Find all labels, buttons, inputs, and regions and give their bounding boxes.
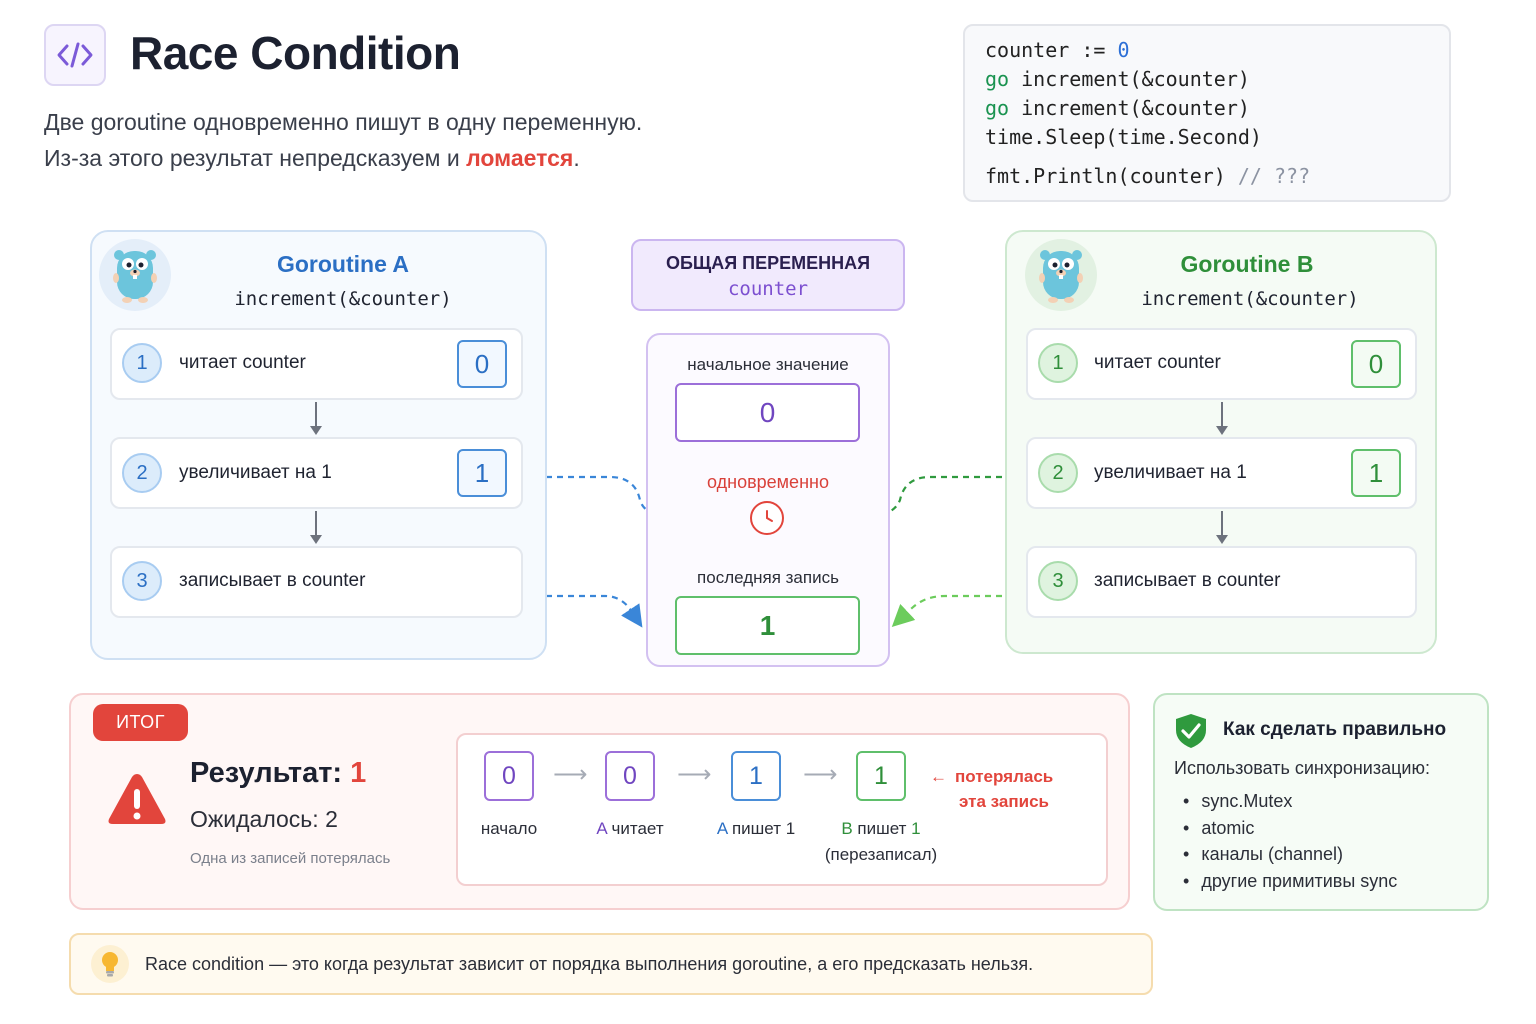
gopher-avatar-a	[99, 239, 171, 311]
step-text: записывает в counter	[1094, 570, 1281, 591]
goroutine-b-call: increment(&counter)	[1141, 288, 1359, 310]
correct-way-title: Как сделать правильно	[1223, 719, 1447, 740]
sync-options-list: sync.Mutex atomic каналы (channel) други…	[1183, 788, 1397, 894]
goroutine-b-step-3	[1026, 546, 1417, 618]
shared-var-name: counter	[727, 278, 809, 300]
subtitle-line-1: Две goroutine одновременно пишут в одну …	[44, 109, 643, 135]
step-value: 1	[457, 449, 507, 497]
step-value: 0	[1351, 340, 1401, 388]
initial-value-box: 0	[675, 383, 860, 442]
flow-arrow-down	[1216, 402, 1228, 435]
shield-check-icon	[1176, 714, 1206, 748]
goroutine-a-step-2	[110, 437, 523, 509]
step-number: 1	[122, 343, 162, 383]
goroutine-a-step-1	[110, 328, 523, 400]
lost-write-note: ←потерялась эта запись	[930, 767, 1054, 811]
sequence-caption-b-write: B пишет 1	[841, 819, 921, 838]
step-text: записывает в counter	[179, 570, 366, 591]
step-number: 2	[1038, 453, 1078, 493]
clock-marker	[750, 501, 784, 535]
sequence-arrow: ⟶	[803, 761, 838, 788]
result-value: 1	[350, 757, 367, 789]
step-text: читает counter	[179, 352, 306, 373]
subtitle-line-2: Из-за этого результат непредсказуем и ло…	[44, 140, 642, 176]
goroutine-a-title: Goroutine A	[276, 251, 410, 277]
page-title: Race Condition	[130, 27, 461, 79]
result-title: Результат: 1	[190, 757, 367, 789]
footer-text: Race condition — это когда результат зав…	[145, 954, 1034, 974]
sequence-arrow: ⟶	[553, 761, 588, 788]
result-badge: ИТОГ	[93, 704, 188, 741]
step-number: 3	[1038, 561, 1078, 601]
arrow-a-step3	[524, 594, 643, 628]
sequence-caption-start: начало	[480, 819, 538, 838]
warning-icon	[108, 774, 166, 824]
sequence-caption-a-write: A пишет 1	[716, 819, 796, 838]
code-icon	[57, 42, 93, 68]
list-item: atomic	[1183, 815, 1397, 842]
code-logo	[44, 24, 106, 86]
code-snippet: counter := 0 go increment(&counter) go i…	[963, 24, 1451, 202]
list-item: каналы (channel)	[1183, 841, 1397, 868]
subtitle-prefix: Из-за этого результат непредсказуем и	[44, 145, 467, 171]
code-line-1: counter := 0	[985, 38, 1130, 62]
sequence-caption-a-read: A читает	[596, 819, 664, 838]
code-line-2: go increment(&counter)	[985, 67, 1250, 91]
sequence-value-a-write: 1	[731, 751, 781, 801]
flow-arrow-down	[310, 402, 322, 435]
left-arrow-icon: ←	[930, 767, 947, 786]
goroutine-b-title: Goroutine B	[1180, 251, 1314, 277]
footer-note	[69, 933, 1153, 995]
goroutine-a-step-3	[110, 546, 523, 618]
shared-variable-label: ОБЩАЯ ПЕРЕМЕННАЯ counter	[631, 239, 905, 311]
sequence-arrow: ⟶	[677, 761, 712, 788]
shared-label-title: ОБЩАЯ ПЕРЕМЕННАЯ	[665, 253, 871, 273]
code-line-3: go increment(&counter)	[985, 96, 1250, 120]
gopher-icon	[1039, 250, 1083, 303]
initial-value-label: начальное значение	[687, 355, 849, 374]
subtitle-suffix: .	[573, 145, 580, 171]
gopher-avatar-b	[1025, 239, 1097, 311]
step-text: увеличивает на 1	[179, 462, 332, 483]
last-write-box: 1	[675, 596, 860, 655]
sequence-value-start: 0	[484, 751, 534, 801]
list-item: другие примитивы sync	[1183, 868, 1397, 895]
last-write-label: последняя запись	[697, 568, 839, 587]
subtitle-highlight: ломается	[466, 145, 574, 171]
lightbulb-icon	[102, 952, 118, 977]
code-line-5: fmt.Println(counter) // ???	[985, 164, 1311, 188]
step-number: 2	[122, 453, 162, 493]
goroutine-a-call: increment(&counter)	[234, 288, 452, 310]
clock-icon	[766, 510, 773, 522]
simultaneous-label: одновременно	[707, 472, 829, 492]
page-subtitle: Две goroutine одновременно пишут в одну …	[44, 104, 642, 176]
step-number: 1	[1038, 343, 1078, 383]
step-number: 3	[122, 561, 162, 601]
step-value: 1	[1351, 449, 1401, 497]
step-text: увеличивает на 1	[1094, 462, 1247, 483]
arrow-b-step2	[853, 475, 1024, 529]
sequence-value-b-write: 1	[856, 751, 906, 801]
result-note: Одна из записей потерялась	[190, 850, 391, 867]
step-text: читает counter	[1094, 352, 1221, 373]
correct-way-subtitle: Использовать синхронизацию:	[1174, 758, 1430, 778]
arrow-b-step3	[891, 594, 1024, 628]
code-line-4: time.Sleep(time.Second)	[985, 125, 1262, 149]
sequence-panel	[456, 733, 1108, 886]
gopher-icon	[113, 250, 157, 303]
result-expected: Ожидалось: 2	[190, 806, 338, 832]
lightbulb-badge	[91, 945, 129, 983]
sequence-caption-b-overwrite: (перезаписал)	[824, 845, 938, 864]
sequence-value-a-read: 0	[605, 751, 655, 801]
flow-arrow-down	[310, 511, 322, 544]
list-item: sync.Mutex	[1183, 788, 1397, 815]
step-value: 0	[457, 340, 507, 388]
flow-arrow-down	[1216, 511, 1228, 544]
